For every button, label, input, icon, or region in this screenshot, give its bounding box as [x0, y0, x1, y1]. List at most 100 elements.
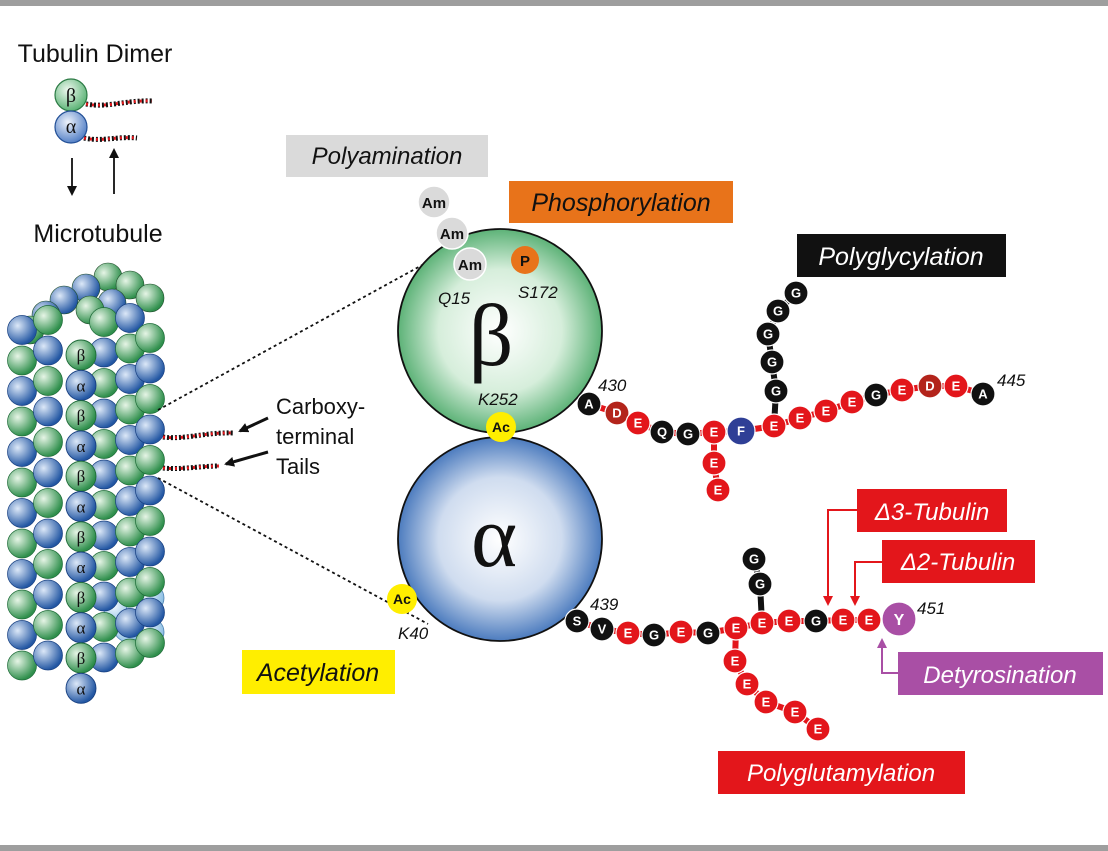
svg-text:E: E — [762, 695, 771, 710]
mt-subunit — [7, 589, 37, 620]
dimer-beta-tail-red — [85, 99, 153, 107]
mt-subunit — [7, 345, 37, 376]
top-rule — [0, 0, 1108, 6]
am-mod-1 — [417, 185, 451, 219]
polyglycylation-box — [797, 234, 1006, 277]
mt-subunit — [7, 406, 37, 437]
mt-subunit — [135, 597, 165, 628]
svg-text:G: G — [703, 626, 713, 641]
alpha-tail-start: 439 — [590, 595, 619, 614]
mt-subunit-label: β — [77, 649, 86, 668]
ac-mod-alpha — [387, 584, 417, 614]
svg-text:E: E — [758, 616, 767, 631]
svg-text:Y: Y — [894, 612, 905, 629]
svg-text:G: G — [755, 577, 765, 592]
mt-subunit — [7, 376, 37, 406]
am-mod-3-text: Am — [458, 257, 482, 274]
mt-subunit — [7, 620, 37, 650]
mt-subunit — [135, 323, 165, 353]
alpha-tail-end: 451 — [917, 599, 945, 618]
polyglutamylation-label: Polyglutamylation — [747, 760, 935, 787]
alpha-residue-g: G — [803, 608, 829, 634]
beta-residue-q: Q — [649, 419, 675, 445]
delta2-box — [882, 540, 1035, 583]
detyrosination-box — [898, 652, 1103, 695]
mt-beta-subunit: β — [65, 400, 97, 432]
alpha-gly-branch-residue: G — [741, 546, 767, 572]
beta-residue-g: G — [863, 382, 889, 408]
polyamination-box — [286, 135, 488, 177]
delta2-arrow — [850, 561, 882, 606]
ac-mod-alpha-text: Ac — [393, 591, 411, 607]
mt-subunit — [33, 518, 63, 549]
phospho-mod — [511, 246, 539, 274]
svg-text:G: G — [791, 286, 801, 301]
mt-subunit — [135, 475, 165, 506]
svg-text:E: E — [791, 705, 800, 720]
svg-text:G: G — [649, 628, 659, 643]
mt-top-subunit — [115, 270, 145, 300]
mt-subunit — [7, 650, 37, 681]
svg-text:G: G — [763, 327, 773, 342]
svg-text:D: D — [925, 379, 934, 394]
mt-subunit — [33, 488, 63, 518]
microtubule-title: Microtubule — [33, 220, 162, 248]
alpha-glu-branch-residue: E — [753, 689, 779, 715]
ct-arrow-2 — [224, 450, 269, 467]
svg-text:E: E — [710, 425, 719, 440]
beta-gly-branch-residue: G — [759, 349, 785, 375]
alpha-glu-branch-residue: E — [722, 648, 748, 674]
alpha-residue-e: E — [668, 619, 694, 645]
mt-subunit — [135, 384, 165, 414]
mt-subunit-label: β — [77, 528, 86, 547]
phosphorylation-box — [509, 181, 733, 223]
mt-subunit-label: α — [77, 679, 86, 698]
mt-beta-subunit: β — [65, 581, 97, 613]
svg-text:E: E — [822, 404, 831, 419]
beta-glu-branch-residue: E — [701, 450, 727, 476]
polyglutamylation-box — [718, 751, 965, 794]
beta-residue-a: A — [970, 381, 996, 407]
alpha-residue-e: E — [615, 620, 641, 646]
svg-text:S: S — [573, 614, 582, 629]
am-mod-2-text: Am — [440, 226, 464, 243]
mt-subunit — [7, 528, 37, 559]
mt-subunit — [7, 315, 37, 345]
mt-subunit-label: β — [77, 407, 86, 426]
svg-text:E: E — [796, 411, 805, 426]
alpha-residue-e: E — [830, 607, 856, 633]
mt-beta-subunit: β — [65, 460, 97, 492]
svg-text:E: E — [770, 419, 779, 434]
polyglycylation-label: Polyglycylation — [818, 243, 983, 271]
mt-subunit — [135, 506, 165, 536]
svg-text:E: E — [785, 614, 794, 629]
mt-subunit — [33, 305, 63, 335]
alpha-residue-v: V — [589, 616, 615, 642]
mt-subunit — [33, 610, 63, 640]
beta-residue-d: D — [604, 400, 630, 426]
mt-subunit — [33, 549, 63, 579]
am-mod-3 — [453, 247, 487, 281]
site-k252: K252 — [478, 390, 518, 409]
mt-subunit-label: α — [77, 376, 86, 395]
mt-subunit — [33, 396, 63, 427]
beta-residue-a: A — [576, 391, 602, 417]
beta-tail-backbone — [588, 383, 984, 438]
mt-alpha-subunit: α — [65, 491, 97, 522]
mt-subunit — [33, 457, 63, 488]
mt-subunit — [7, 467, 37, 498]
ct-arrow-1 — [238, 416, 269, 433]
dimer-beta-tail — [85, 98, 153, 108]
phospho-mod-text: P — [520, 253, 530, 270]
mt-subunit — [33, 335, 63, 366]
alpha-residue-e: E — [749, 610, 775, 636]
alpha-residue-g: G — [641, 622, 667, 648]
svg-text:E: E — [714, 483, 723, 498]
mt-subunit-label: α — [77, 437, 86, 456]
beta-residue-e: E — [839, 389, 865, 415]
svg-text:E: E — [731, 654, 740, 669]
alpha-glyph: α — [471, 489, 517, 586]
svg-text:G: G — [771, 384, 781, 399]
svg-text:D: D — [612, 406, 621, 421]
